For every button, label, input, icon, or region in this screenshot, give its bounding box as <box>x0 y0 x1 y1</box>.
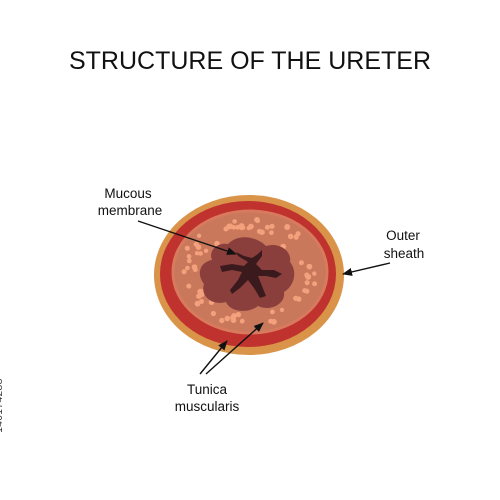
submucosa-dot <box>296 296 302 302</box>
submucosa-dot <box>231 225 237 230</box>
submucosa-dot <box>305 273 312 280</box>
submucosa-dot <box>219 317 225 324</box>
submucosa-dot <box>181 269 187 275</box>
submucosa-dot <box>197 288 203 295</box>
submucosa-dot <box>203 248 209 253</box>
submucosa-dot <box>232 219 237 224</box>
submucosa-dot <box>185 265 190 271</box>
outer-label-line2: sheath <box>384 246 425 261</box>
submucosa-dot <box>199 299 204 304</box>
label-tunica-muscularis: Tunica muscularis <box>175 322 264 414</box>
submucosa-dot <box>304 280 310 286</box>
submucosa-dot <box>269 230 274 236</box>
mucous-label-line2: membrane <box>98 203 163 218</box>
submucosa-dot <box>293 234 299 240</box>
submucosa-dot <box>194 251 200 256</box>
submucosa-dot <box>269 223 275 229</box>
ureter-cross-section <box>154 195 344 355</box>
mucous-arrow <box>137 220 237 255</box>
submucosa-dot <box>231 313 237 319</box>
tunica-label-line2: muscularis <box>175 399 240 414</box>
submucosa-dot <box>246 225 251 231</box>
submucosa-dot <box>194 300 201 307</box>
tunica-arrow-2 <box>205 322 264 375</box>
muscle-inner-edge <box>171 209 329 335</box>
outer-label-line1: Outer <box>386 228 420 243</box>
submucosa-dot <box>214 240 220 247</box>
submucosa-dot <box>223 226 229 232</box>
submucosa-dot <box>306 263 313 270</box>
submucosa-dot <box>191 264 198 270</box>
tunica-label-line1: Tunica <box>187 382 228 397</box>
image-id-code: 140174288 <box>0 378 5 433</box>
submucosa-dot <box>239 318 245 324</box>
submucosa-dot <box>284 224 291 230</box>
submucosa-dot <box>287 233 294 240</box>
submucosa-dot <box>298 260 304 266</box>
submucosa-dot <box>198 251 203 256</box>
submucosa-dot <box>312 271 317 276</box>
submucosa-dot <box>186 254 192 259</box>
submucosa-dot <box>186 283 192 289</box>
submucosa-dot <box>302 288 308 294</box>
submucosa-dot <box>264 224 270 230</box>
submucosa-dot <box>184 245 190 251</box>
submucosa-dot <box>195 244 202 250</box>
diagram-title: STRUCTURE OF THE URETER <box>69 47 431 75</box>
submucosa-dot <box>235 311 242 318</box>
submucosa-dot <box>227 224 232 230</box>
tunica-arrow-1 <box>199 340 228 375</box>
submucosa-dot <box>271 318 277 325</box>
label-outer-sheath: Outer sheath <box>342 228 425 276</box>
submucosa-dot <box>270 309 275 315</box>
submucosa-dot <box>210 310 216 317</box>
submucosa-dot <box>224 315 231 322</box>
mucous-label-line1: Mucous <box>104 186 152 201</box>
submucosa-dot <box>312 281 318 287</box>
submucosa-dot <box>279 307 285 313</box>
submucosa-dot <box>254 217 260 223</box>
lumen <box>220 250 282 298</box>
submucosa-dot <box>196 293 202 299</box>
submucosa-dot <box>186 258 192 264</box>
submucosa-dot <box>235 224 241 230</box>
submucosa-dot <box>196 233 202 238</box>
submucosa-dot <box>238 224 245 231</box>
submucosa-dot <box>256 228 262 234</box>
label-mucous-membrane: Mucous membrane <box>98 186 237 255</box>
submucosa-dots <box>181 217 318 325</box>
outer-arrow <box>342 262 391 276</box>
